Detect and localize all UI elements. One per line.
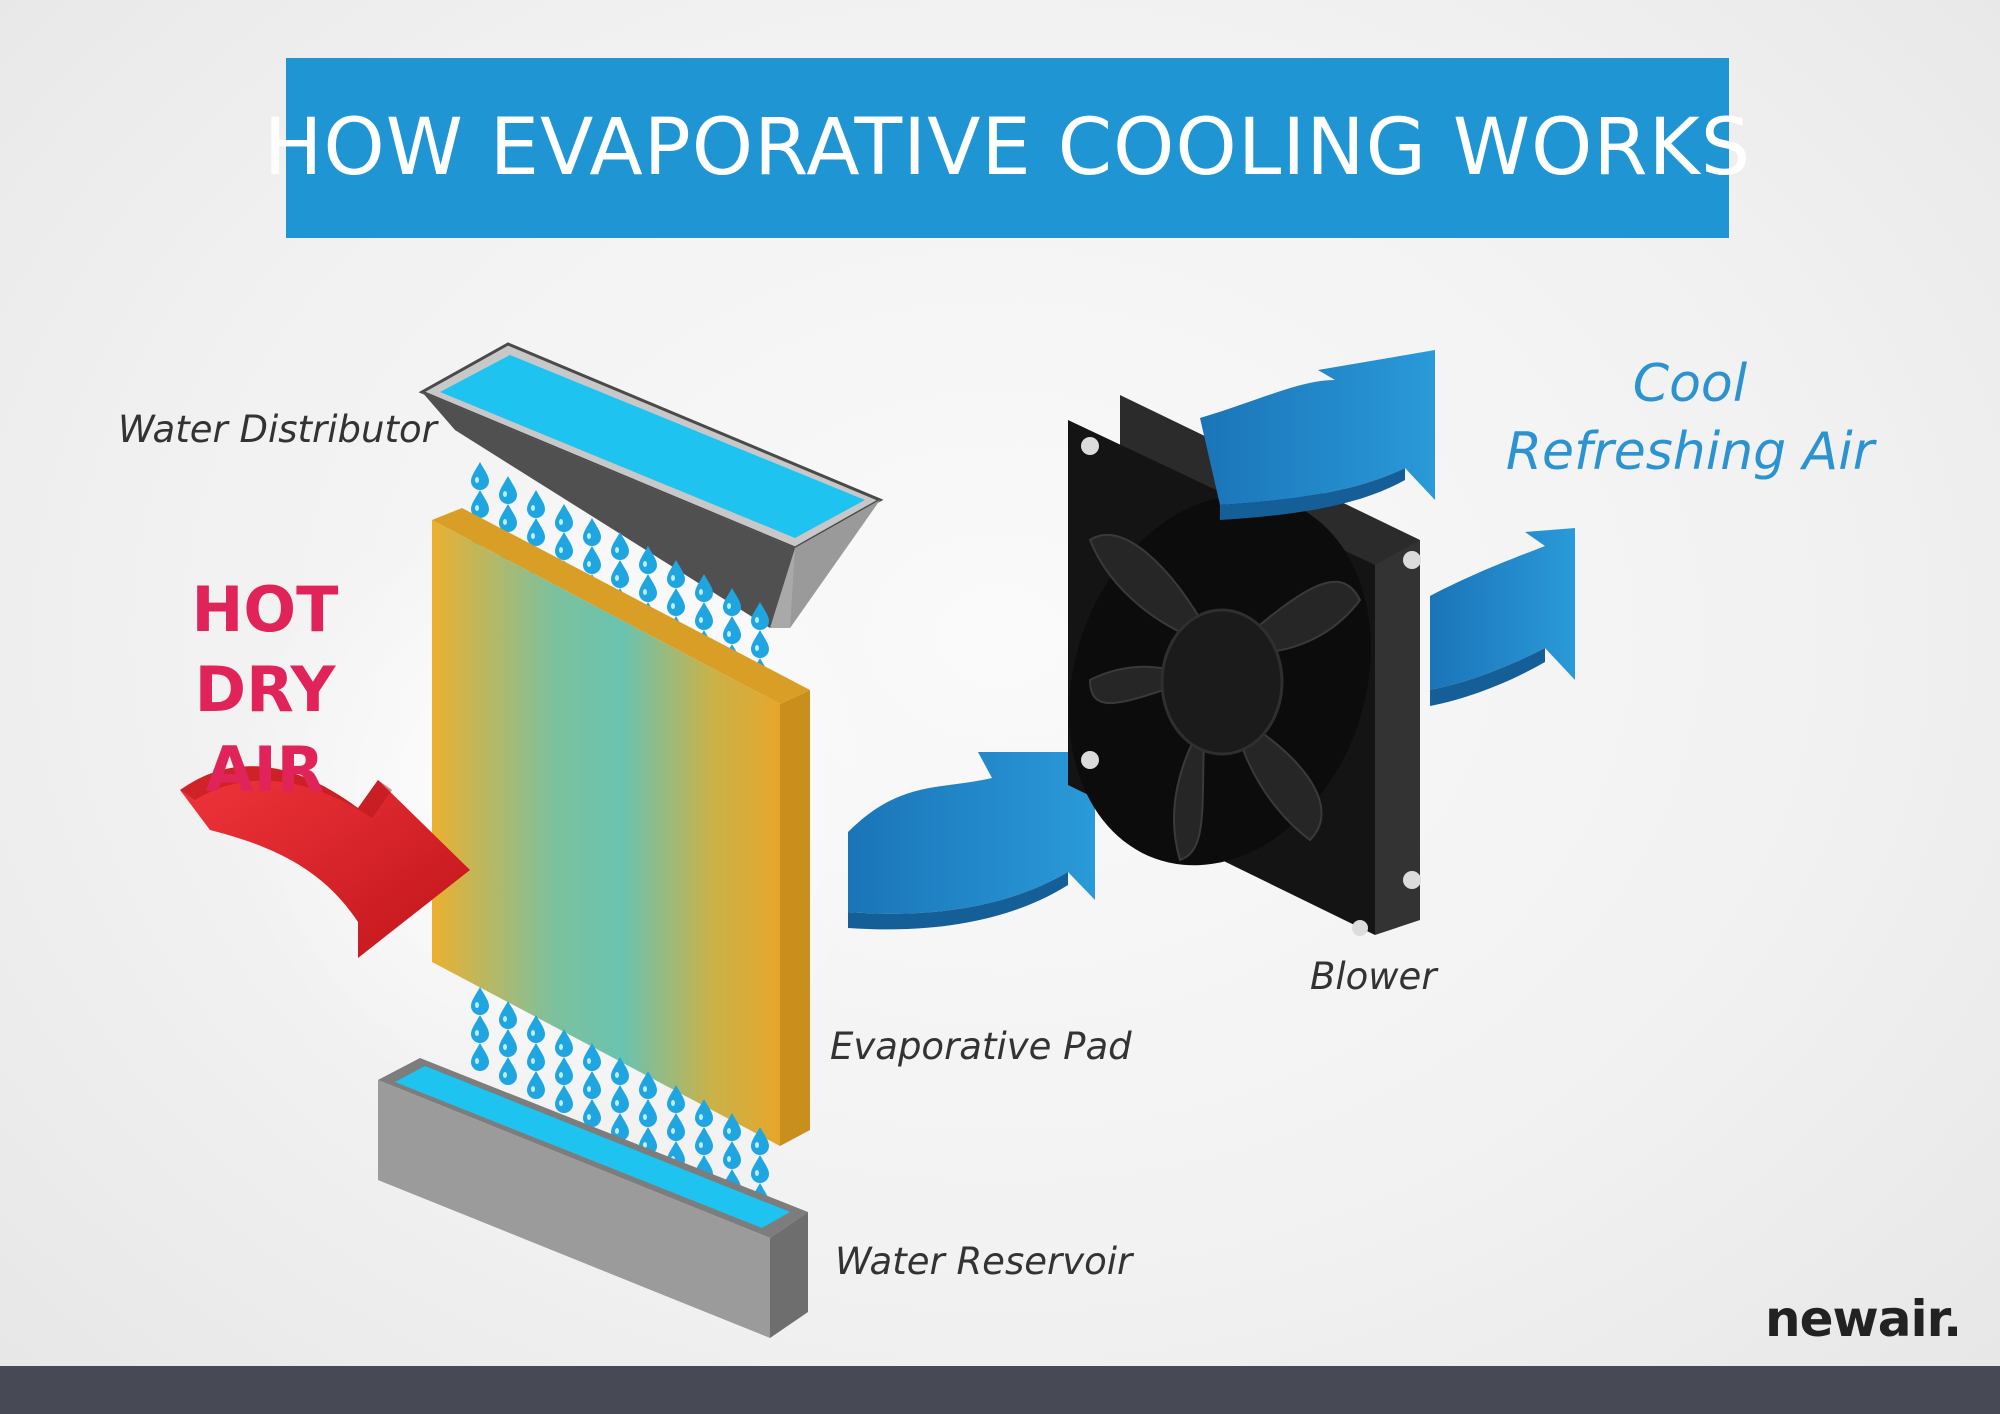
water-drop — [471, 462, 489, 490]
water-reservoir-label: Water Reservoir — [835, 1240, 1133, 1283]
water-drop — [695, 1127, 713, 1155]
intake-air-arrow — [848, 752, 1095, 930]
water-drop — [751, 1155, 769, 1183]
hot-dry-air-line-2: AIR — [205, 733, 325, 806]
evaporative-pad — [432, 508, 810, 1146]
footer-bar — [0, 1366, 2000, 1414]
blower-label: Blower — [1310, 955, 1437, 998]
newair-logo: newair. — [1765, 1290, 1962, 1348]
evaporative-pad-label: Evaporative Pad — [830, 1025, 1132, 1068]
water-drop — [499, 476, 517, 504]
cool-air-arrow-top — [1200, 350, 1435, 520]
hot-dry-air-line-1: HOT DRY — [191, 573, 339, 726]
hot-dry-air-label: HOT DRY AIR — [120, 570, 410, 810]
water-drop — [723, 1141, 741, 1169]
cool-air-line-2: Refreshing Air — [1505, 422, 1875, 482]
water-distributor — [418, 342, 884, 628]
cool-air-line-1: Cool — [1632, 354, 1748, 414]
hot-air-arrow — [180, 766, 470, 958]
title-banner: HOW EVAPORATIVE COOLING WORKS — [264, 58, 1750, 238]
cool-air-label: Cool Refreshing Air — [1490, 350, 1890, 486]
blower-fan — [1068, 395, 1421, 936]
water-distributor-label: Water Distributor — [118, 408, 437, 451]
page-title: HOW EVAPORATIVE COOLING WORKS — [263, 103, 1752, 193]
water-drop — [667, 1113, 685, 1141]
cool-air-arrow-bottom — [1430, 528, 1575, 706]
water-reservoir — [378, 1058, 808, 1338]
